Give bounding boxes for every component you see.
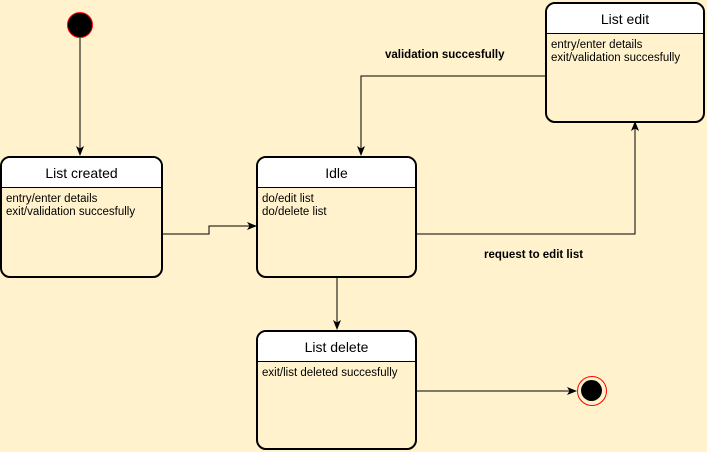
state-list-delete: List delete exit/list deleted succesfull…	[256, 330, 417, 450]
state-action: entry/enter details	[551, 39, 643, 51]
transition-list-edit-to-idle	[357, 75, 545, 156]
state-title: List edit	[547, 4, 703, 34]
transition-label-validation: validation succesfully	[385, 49, 505, 61]
state-title: List delete	[258, 332, 415, 362]
state-title: Idle	[258, 158, 415, 188]
state-actions: entry/enter details exit/validation succ…	[2, 188, 161, 219]
state-title: List created	[2, 158, 161, 188]
initial-state-node	[67, 12, 93, 38]
state-actions: exit/list deleted succesfully	[258, 362, 415, 380]
transition-label-request-edit: request to edit list	[484, 249, 584, 261]
state-actions: do/edit list do/delete list	[258, 188, 415, 219]
state-action: do/edit list	[262, 193, 314, 205]
transition-idle-to-list-edit	[416, 121, 639, 235]
state-action: exit/validation succesfully	[6, 206, 136, 218]
state-idle: Idle do/edit list do/delete list	[256, 156, 417, 278]
state-action: exit/validation succesfully	[551, 52, 681, 64]
state-action: do/delete list	[262, 206, 327, 218]
state-actions: entry/enter details exit/validation succ…	[547, 34, 703, 65]
state-list-edit: List edit entry/enter details exit/valid…	[545, 2, 705, 123]
final-state-node	[577, 376, 607, 406]
state-action: exit/list deleted succesfully	[262, 367, 398, 379]
final-state-inner-dot	[581, 380, 602, 401]
transition-list-created-to-idle	[162, 222, 257, 235]
state-list-created: List created entry/enter details exit/va…	[0, 156, 163, 278]
state-action: entry/enter details	[6, 193, 98, 205]
